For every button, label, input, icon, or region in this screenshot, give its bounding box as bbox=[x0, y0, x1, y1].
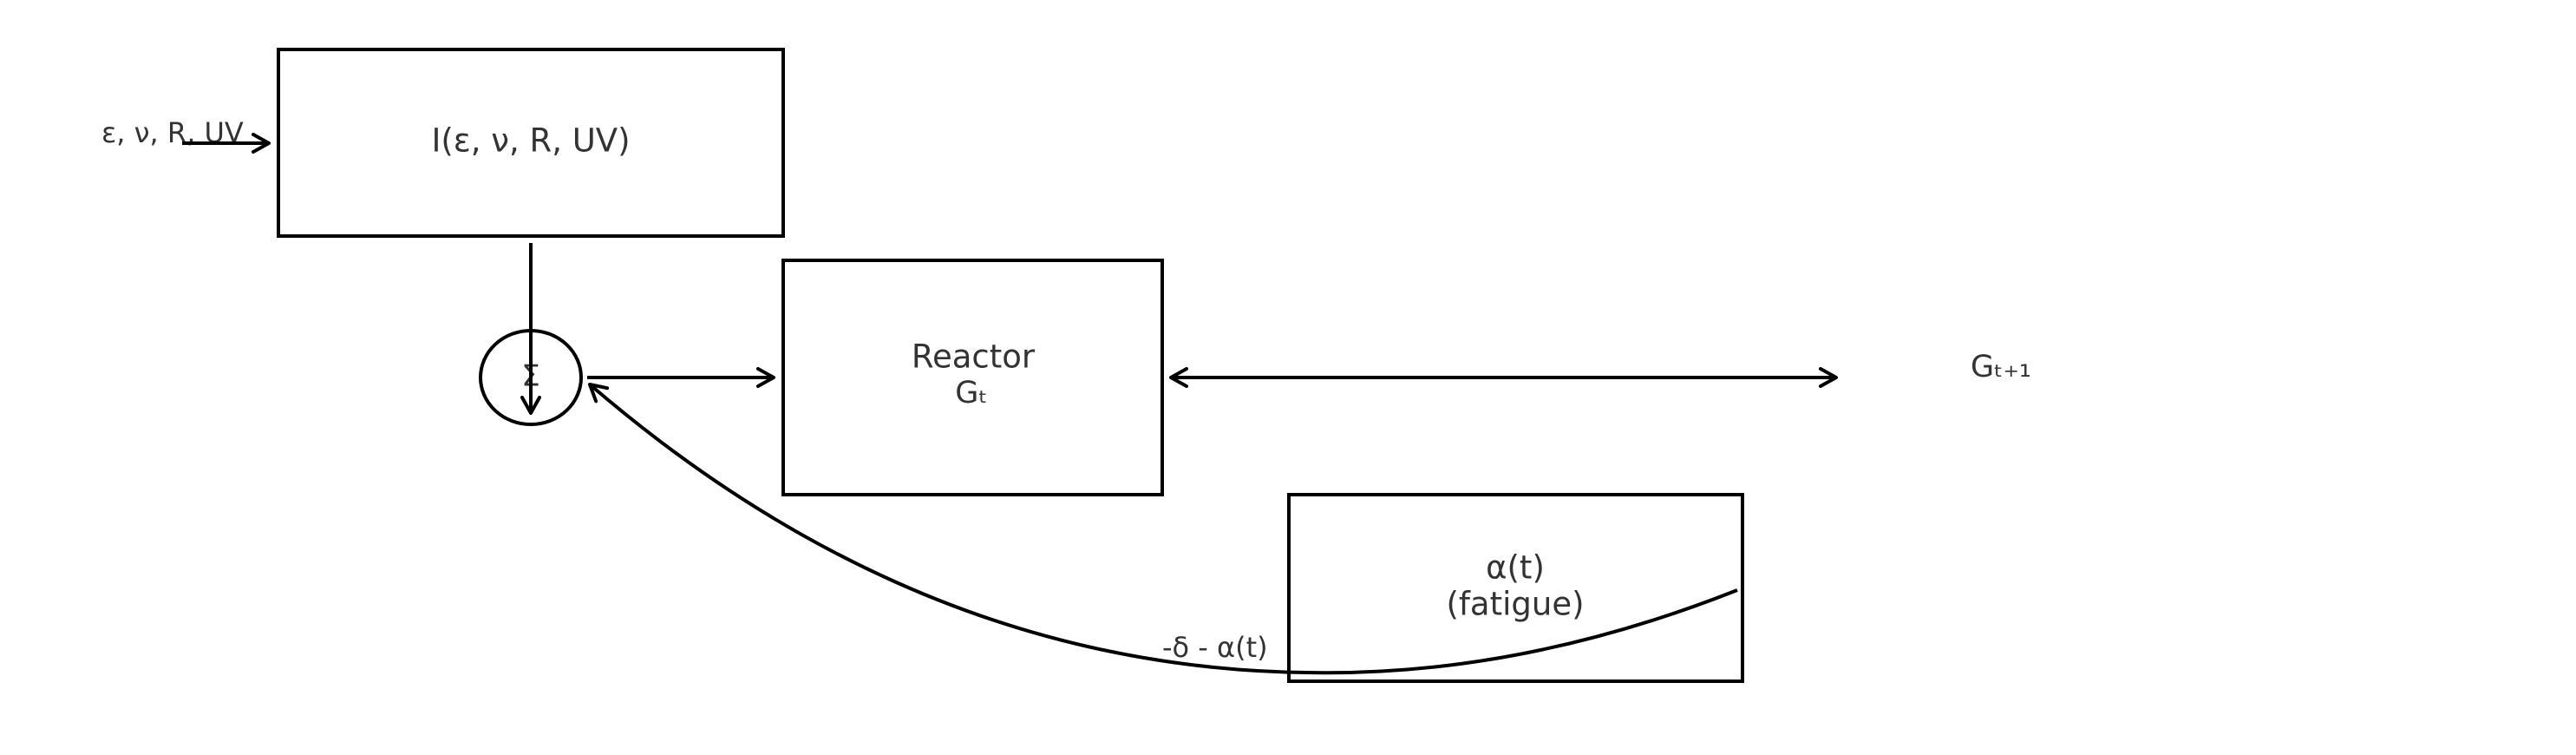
fatigue-box bbox=[1287, 493, 1744, 683]
reactor-box bbox=[781, 259, 1164, 496]
fatigue-line-2: (fatigue) bbox=[1446, 586, 1584, 623]
output-label: Gₜ₊₁ bbox=[1971, 350, 2031, 384]
reactor-title: Reactor bbox=[912, 338, 1036, 376]
intensity-box bbox=[277, 48, 785, 238]
fatigue-line-1: α(t) bbox=[1486, 549, 1545, 587]
intensity-box-label: I(ε, ν, R, UV) bbox=[431, 122, 630, 160]
reactor-state: Gₜ bbox=[955, 376, 987, 410]
feedback-arrow bbox=[588, 383, 1738, 675]
feedback-label: -δ - α(t) bbox=[1162, 631, 1268, 664]
